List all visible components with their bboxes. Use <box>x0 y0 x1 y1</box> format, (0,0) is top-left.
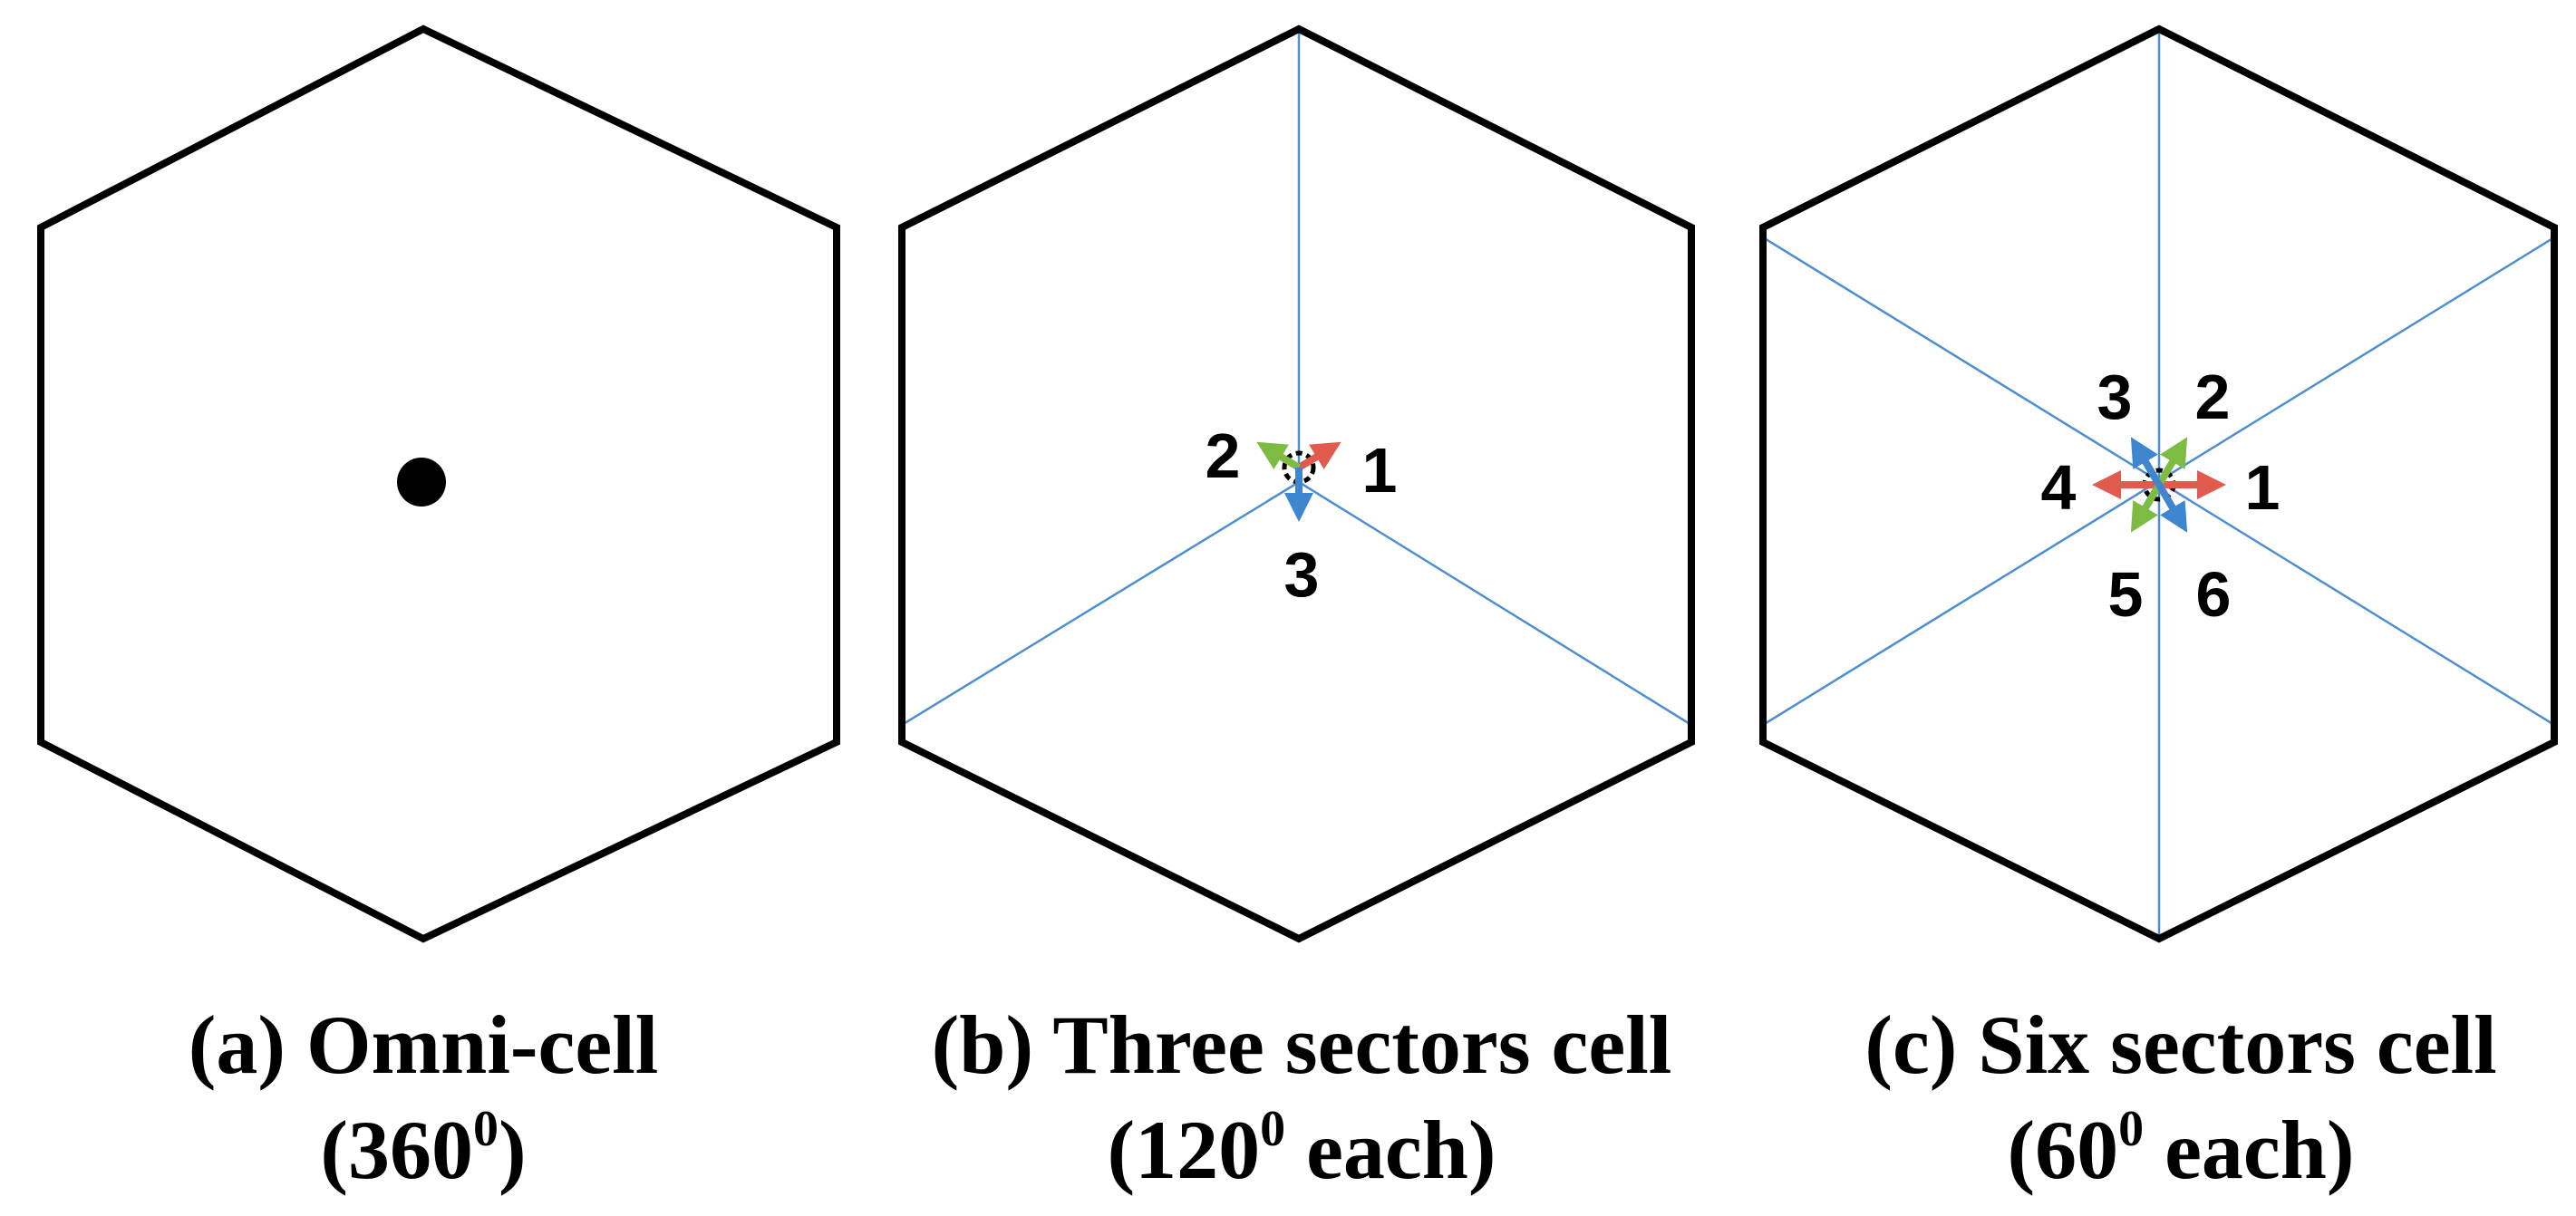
panel-six-sectors-cell: 1 2 3 4 5 6 (c) Six sectors cell (600 ea… <box>1759 24 2558 1196</box>
sector-6-arrow <box>2155 482 2188 533</box>
sector-label-1: 1 <box>1362 435 1398 506</box>
sector-2-arrow <box>1256 441 1302 471</box>
six-sector-caption-line2: (600 each) <box>2007 1101 2354 1196</box>
sector-label-4: 4 <box>2041 452 2077 523</box>
sector-divider <box>901 480 1300 727</box>
sector-5-arrow <box>2130 482 2163 533</box>
three-sector-caption-line2: (1200 each) <box>1107 1101 1496 1196</box>
omni-antenna-dot <box>397 458 446 507</box>
sector-3-arrow <box>2130 437 2163 487</box>
sector-2-arrow <box>2155 437 2188 487</box>
sector-label-2: 2 <box>2195 362 2231 432</box>
six-sector-hexagon <box>1759 24 2558 943</box>
sector-label-3: 3 <box>2097 362 2133 432</box>
sector-label-5: 5 <box>2108 559 2144 630</box>
sector-divider <box>1298 480 1692 727</box>
omni-caption-line1: (a) Omni-cell <box>189 999 659 1091</box>
sector-label-2: 2 <box>1206 420 1241 491</box>
six-sector-caption-line1: (c) Six sectors cell <box>1864 999 2496 1091</box>
panel-three-sectors-cell: 1 2 3 (b) Three sectors cell (1200 each) <box>898 24 1695 1196</box>
omni-caption-line2: (3600) <box>320 1101 526 1196</box>
sector-label-3: 3 <box>1284 539 1320 610</box>
omni-cell-hexagon <box>37 24 840 943</box>
sector-label-6: 6 <box>2196 559 2232 630</box>
panel-omni-cell: (a) Omni-cell (3600) <box>37 24 840 1196</box>
sector-label-1: 1 <box>2245 452 2281 523</box>
sector-1-arrow <box>1296 441 1341 471</box>
three-sector-caption-line1: (b) Three sectors cell <box>932 999 1672 1091</box>
three-sector-hexagon <box>898 24 1695 943</box>
